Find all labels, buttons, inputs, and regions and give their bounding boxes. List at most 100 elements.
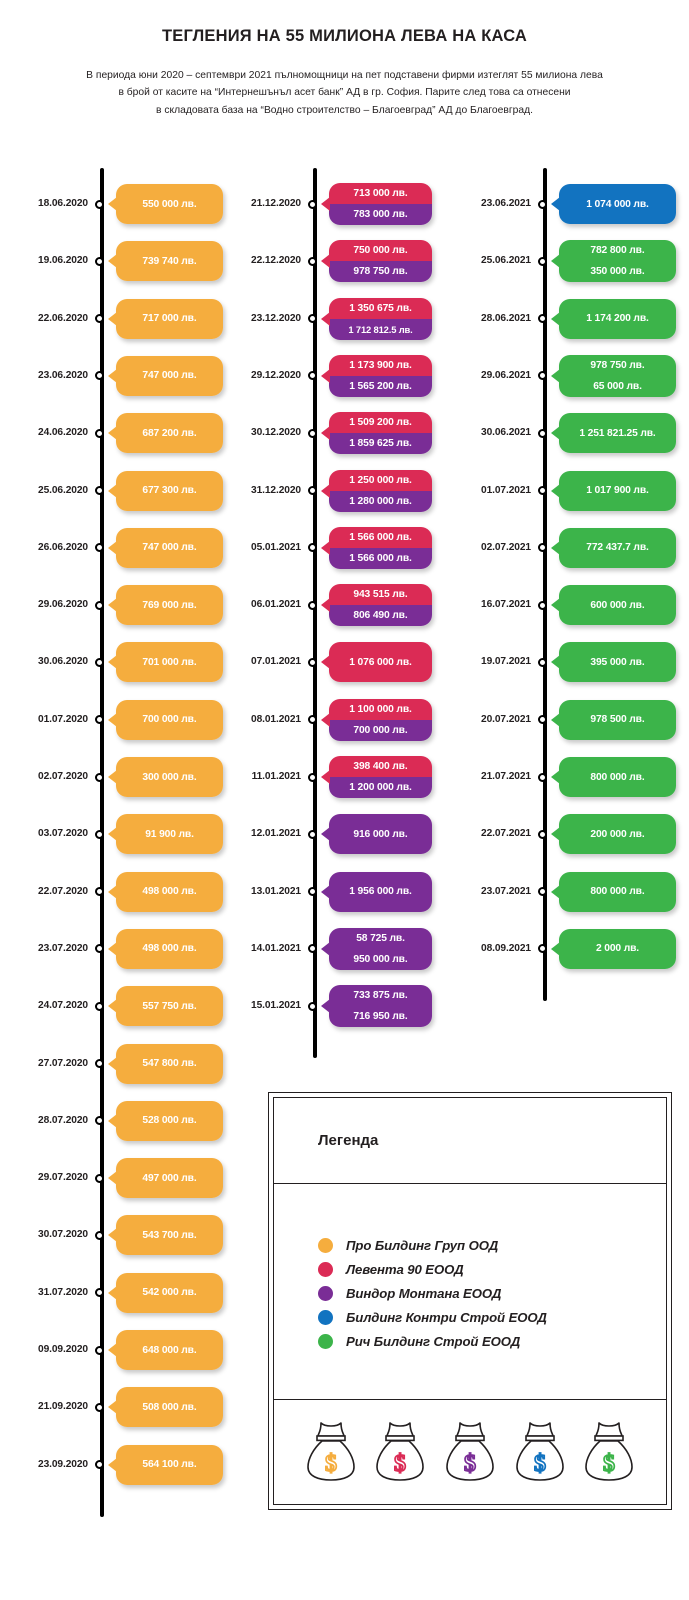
timeline-bubble[interactable]: 1 250 000 лв.1 280 000 лв. <box>321 469 432 512</box>
timeline-bubble[interactable]: 1 509 200 лв.1 859 625 лв. <box>321 412 432 455</box>
timeline-bubble[interactable]: 564 100 лв. <box>108 1444 223 1485</box>
bubble-tail-icon <box>108 884 117 899</box>
timeline-bubble[interactable]: 769 000 лв. <box>108 585 223 626</box>
bubble-amount: 508 000 лв. <box>116 1387 223 1428</box>
timeline-node-marker <box>538 887 547 897</box>
timeline-date: 02.07.2021 <box>481 541 531 553</box>
bubble-amount: 398 400 лв. <box>329 756 432 777</box>
timeline-node-marker <box>95 1345 104 1355</box>
timeline-node-marker <box>538 944 547 954</box>
bubble-amount: 648 000 лв. <box>116 1330 223 1370</box>
timeline-bubble[interactable]: 943 515 лв.806 490 лв. <box>321 584 432 627</box>
bubble-tail-icon <box>321 426 330 441</box>
timeline-bubble[interactable]: 687 200 лв. <box>108 413 223 454</box>
timeline-bubble[interactable]: 508 000 лв. <box>108 1387 223 1428</box>
timeline-bubble[interactable]: 739 740 лв. <box>108 241 223 282</box>
timeline-bubble[interactable]: 497 000 лв. <box>108 1158 223 1199</box>
timeline-bubble[interactable]: 547 800 лв. <box>108 1043 223 1084</box>
timeline-node-marker <box>308 543 317 553</box>
timeline-bubble[interactable]: 747 000 лв. <box>108 527 223 568</box>
timeline-bubble[interactable]: 200 000 лв. <box>551 814 676 855</box>
bubble-amount: 497 000 лв. <box>116 1158 223 1199</box>
bubble-tail-icon <box>108 1171 117 1186</box>
timeline-spine <box>543 168 547 1001</box>
timeline-bubble[interactable]: 782 800 лв.350 000 лв. <box>551 240 676 283</box>
timeline-bubble[interactable]: 978 750 лв.65 000 лв. <box>551 354 676 397</box>
timeline-bubble[interactable]: 528 000 лв. <box>108 1100 223 1141</box>
timeline-bubble[interactable]: 701 000 лв. <box>108 642 223 683</box>
timeline-bubble[interactable]: 772 437.7 лв. <box>551 527 676 568</box>
timeline-bubble[interactable]: 1 074 000 лв. <box>551 184 676 224</box>
timeline-bubble[interactable]: 1 251 821.25 лв. <box>551 413 676 454</box>
timeline-bubble[interactable]: 300 000 лв. <box>108 757 223 797</box>
legend-item-label: Виндор Монтана ЕООД <box>346 1286 502 1301</box>
timeline-bubble[interactable]: 1 173 900 лв.1 565 200 лв. <box>321 354 432 397</box>
bubble-tail-icon <box>551 598 560 613</box>
timeline-bubble[interactable]: 713 000 лв.783 000 лв. <box>321 183 432 225</box>
timeline-bubble[interactable]: 1 350 675 лв.1 712 812.5 лв. <box>321 297 432 340</box>
legend-item-3[interactable]: Виндор Монтана ЕООД <box>318 1286 666 1301</box>
timeline-bubble[interactable]: 1 174 200 лв. <box>551 298 676 339</box>
timeline-date: 23.07.2020 <box>38 942 88 954</box>
timeline-bubble[interactable]: 395 000 лв. <box>551 642 676 683</box>
bubble-amount: 782 800 лв. <box>559 240 676 262</box>
bubble-amount: 700 000 лв. <box>329 719 432 741</box>
timeline-bubble[interactable]: 747 000 лв. <box>108 355 223 396</box>
timeline-bubble[interactable]: 733 875 лв.716 950 лв. <box>321 985 432 1028</box>
timeline-bubble[interactable]: 700 000 лв. <box>108 699 223 740</box>
legend-item-1[interactable]: Про Билдинг Груп ООД <box>318 1238 666 1253</box>
timeline-bubble[interactable]: 1 076 000 лв. <box>321 642 432 683</box>
timeline-bubble[interactable]: 58 725 лв.950 000 лв. <box>321 927 432 970</box>
timeline-node-marker <box>538 829 547 839</box>
timeline-bubble[interactable]: 2 000 лв. <box>551 928 676 969</box>
timeline-node-marker <box>95 199 104 209</box>
bubble-body: 91 900 лв. <box>116 814 223 855</box>
timeline-bubble[interactable]: 91 900 лв. <box>108 814 223 855</box>
timeline-bubble[interactable]: 398 400 лв.1 200 000 лв. <box>321 756 432 798</box>
timeline-bubble[interactable]: 1 956 000 лв. <box>321 871 432 912</box>
timeline-bubble[interactable]: 1 566 000 лв.1 566 000 лв. <box>321 526 432 569</box>
timeline-bubble[interactable]: 916 000 лв. <box>321 814 432 855</box>
timeline-bubble[interactable]: 717 000 лв. <box>108 298 223 339</box>
timeline-bubble[interactable]: 600 000 лв. <box>551 585 676 626</box>
svg-text:$: $ <box>464 1451 476 1477</box>
timeline-date: 19.06.2020 <box>38 255 88 267</box>
legend-item-2[interactable]: Левента 90 ЕООД <box>318 1262 666 1277</box>
timeline-bubble[interactable]: 1 017 900 лв. <box>551 470 676 511</box>
timeline-bubble[interactable]: 542 000 лв. <box>108 1272 223 1313</box>
legend-item-5[interactable]: Рич Билдинг Строй ЕООД <box>318 1334 666 1349</box>
bubble-tail-icon <box>108 368 117 383</box>
timeline-node-marker <box>95 543 104 553</box>
timeline-bubble[interactable]: 800 000 лв. <box>551 871 676 912</box>
timeline-bubble[interactable]: 1 100 000 лв.700 000 лв. <box>321 698 432 741</box>
timeline-date: 21.07.2021 <box>481 771 531 782</box>
timeline-bubble[interactable]: 750 000 лв.978 750 лв. <box>321 240 432 283</box>
timeline-node-marker <box>308 1001 317 1011</box>
timeline-node-marker <box>95 887 104 897</box>
timeline-bubble[interactable]: 800 000 лв. <box>551 757 676 797</box>
bubble-body: 498 000 лв. <box>116 928 223 969</box>
bubble-tail-icon <box>551 941 560 956</box>
timeline-node-marker <box>95 657 104 667</box>
timeline-bubble[interactable]: 543 700 лв. <box>108 1215 223 1256</box>
timeline-node-marker <box>95 1230 104 1240</box>
timeline-bubble[interactable]: 677 300 лв. <box>108 470 223 511</box>
bubble-body: 200 000 лв. <box>559 814 676 855</box>
legend-item-4[interactable]: Билдинг Контри Строй ЕООД <box>318 1310 666 1325</box>
timeline-node-marker <box>308 428 317 438</box>
bubble-body: 542 000 лв. <box>116 1272 223 1313</box>
bubble-amount: 1 017 900 лв. <box>559 470 676 511</box>
timeline-bubble[interactable]: 978 500 лв. <box>551 699 676 740</box>
timeline-date: 02.07.2020 <box>38 771 88 782</box>
svg-text:$: $ <box>603 1451 615 1477</box>
bubble-amount: 1 100 000 лв. <box>329 698 432 720</box>
timeline-bubble[interactable]: 648 000 лв. <box>108 1330 223 1370</box>
timeline-date: 13.01.2021 <box>251 885 301 897</box>
timeline-bubble[interactable]: 498 000 лв. <box>108 871 223 912</box>
timeline-bubble[interactable]: 550 000 лв. <box>108 184 223 224</box>
timeline-bubble[interactable]: 498 000 лв. <box>108 928 223 969</box>
timeline-node-marker <box>308 772 317 782</box>
timeline-node-marker <box>95 1001 104 1011</box>
bubble-body: 1 076 000 лв. <box>329 642 432 683</box>
timeline-bubble[interactable]: 557 750 лв. <box>108 986 223 1027</box>
